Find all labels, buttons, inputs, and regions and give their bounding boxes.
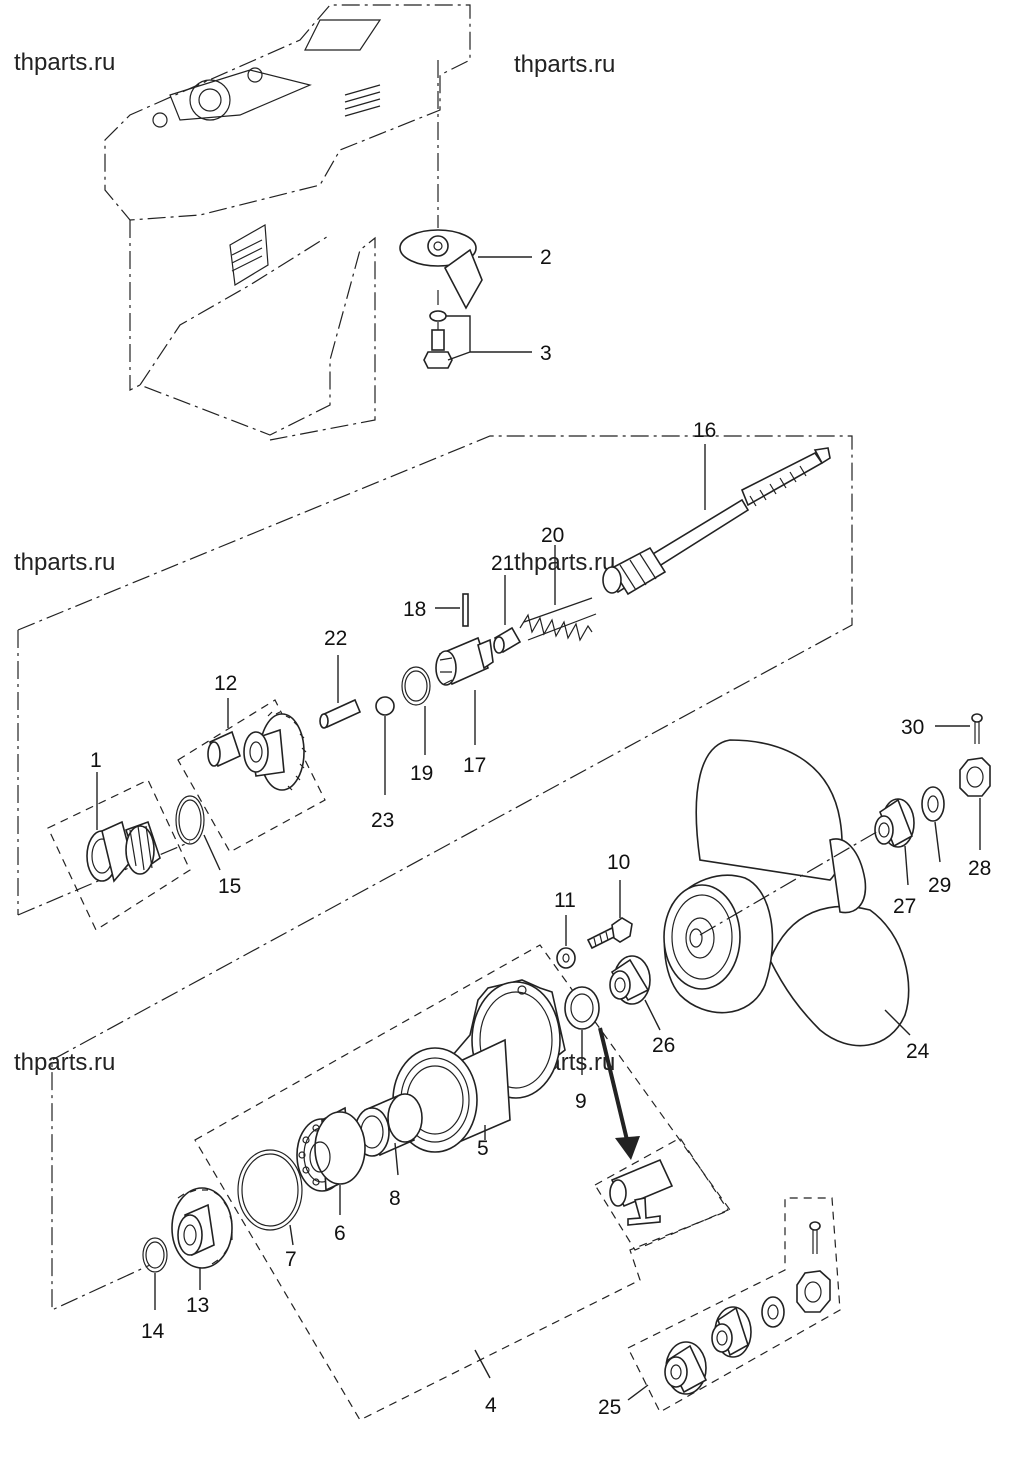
callout-2: 2 [540, 246, 552, 269]
group-box-4 [194, 944, 731, 1421]
callout-19: 19 [410, 762, 433, 785]
castle-nut [959, 757, 991, 797]
leader-24 [884, 1009, 911, 1036]
seal-detail [609, 1158, 674, 1226]
leader-4 [474, 1349, 491, 1379]
callout-6: 6 [334, 1222, 346, 1245]
watermark-middle-left: thparts.ru [14, 549, 115, 576]
steel-ball [375, 696, 395, 716]
callout-11: 11 [554, 889, 576, 912]
callout-22: 22 [324, 627, 347, 650]
clip-ring [401, 666, 431, 706]
dog-clutch [435, 636, 494, 686]
callout-21: 21 [491, 552, 514, 575]
callout-16: 16 [693, 419, 716, 442]
leader-26 [644, 999, 661, 1031]
leader-7 [289, 1224, 294, 1246]
callout-18: 18 [403, 598, 426, 621]
ball-bearing [296, 1106, 366, 1192]
callout-30: 30 [901, 716, 924, 739]
group-box-12 [177, 699, 326, 853]
callout-23: 23 [371, 809, 394, 832]
callout-10: 10 [607, 851, 630, 874]
push-rod [319, 698, 362, 729]
callout-9: 9 [575, 1090, 587, 1113]
leader-3 [446, 315, 532, 361]
cotter-pin [971, 713, 983, 744]
callout-13: 13 [186, 1294, 209, 1317]
cross-pin [462, 593, 469, 627]
callout-27: 27 [893, 895, 916, 918]
callout-4: 4 [485, 1394, 497, 1417]
leader-15 [203, 834, 221, 871]
callout-15: 15 [218, 875, 241, 898]
callout-26: 26 [652, 1034, 675, 1057]
bolt-10 [586, 917, 633, 950]
needle-bearing [207, 730, 241, 768]
callout-29: 29 [928, 874, 951, 897]
callout-28: 28 [968, 857, 991, 880]
leader-27 [904, 845, 909, 886]
shim-14 [142, 1237, 168, 1273]
leader-25 [627, 1384, 649, 1401]
watermark-top-left: thparts.ru [14, 49, 115, 76]
callout-24: 24 [906, 1040, 930, 1063]
group-box-25 [627, 1197, 841, 1413]
watermark-top-right: thparts.ru [514, 51, 615, 78]
forward-gear [243, 711, 307, 791]
washer-29 [921, 786, 945, 822]
anode-bolt-set [423, 290, 453, 369]
lower-casing [104, 4, 471, 441]
washer-11 [556, 947, 576, 969]
leader-8 [394, 1142, 399, 1176]
callout-3: 3 [540, 342, 552, 365]
spacer-26 [609, 955, 651, 1005]
callout-1: 1 [90, 749, 102, 772]
group-box-1 [47, 779, 191, 931]
oil-seal [564, 986, 600, 1030]
spring [519, 597, 597, 642]
spacer-27 [874, 798, 915, 848]
plunger [493, 626, 522, 654]
reverse-gear [171, 1187, 233, 1269]
detail-arrow [598, 1027, 640, 1160]
taper-roller-bearing [86, 820, 161, 883]
leader-29 [934, 821, 941, 863]
detail-box [594, 1137, 729, 1251]
shim-ring [175, 795, 205, 845]
propeller [663, 739, 910, 1047]
o-ring [237, 1149, 303, 1231]
callout-8: 8 [389, 1187, 401, 1210]
callout-17: 17 [463, 754, 486, 777]
callout-5: 5 [477, 1137, 489, 1160]
propeller-shaft [602, 447, 831, 596]
callout-25: 25 [598, 1396, 621, 1419]
anode [399, 60, 483, 310]
spacer-kit [664, 1221, 831, 1395]
callout-14: 14 [141, 1320, 165, 1343]
callout-20: 20 [541, 524, 564, 547]
callout-7: 7 [285, 1248, 297, 1271]
callout-12: 12 [214, 672, 237, 695]
watermark-middle-right: thparts.ru [514, 549, 615, 576]
